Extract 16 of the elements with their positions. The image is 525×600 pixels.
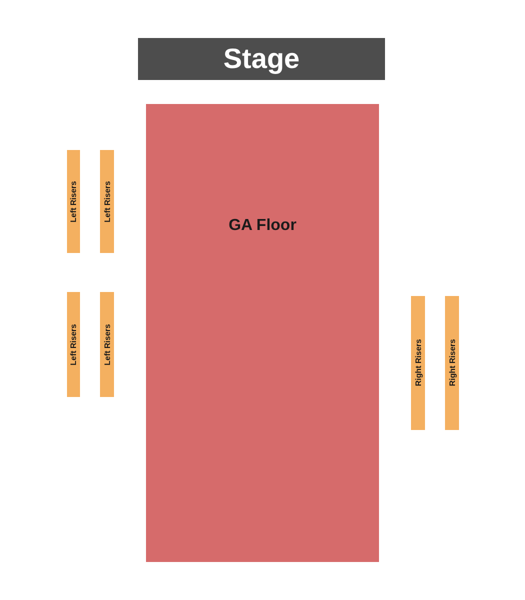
stage-area [138,38,385,80]
stage-label: Stage [223,43,300,75]
riser-section [67,292,80,397]
riser-section [100,292,114,397]
riser-section [100,150,114,253]
section-label: Left Risers [102,324,112,366]
section-label: Left Risers [102,180,112,222]
floor-section [146,104,379,562]
section-label: Left Risers [69,180,78,222]
riser-section [67,150,80,253]
section-label: Right Risers [414,339,422,387]
riser-section [445,296,459,430]
section-label: Right Risers [448,339,456,387]
section-label: Left Risers [69,324,78,366]
section-label: GA Floor [228,217,296,235]
riser-section [411,296,425,430]
